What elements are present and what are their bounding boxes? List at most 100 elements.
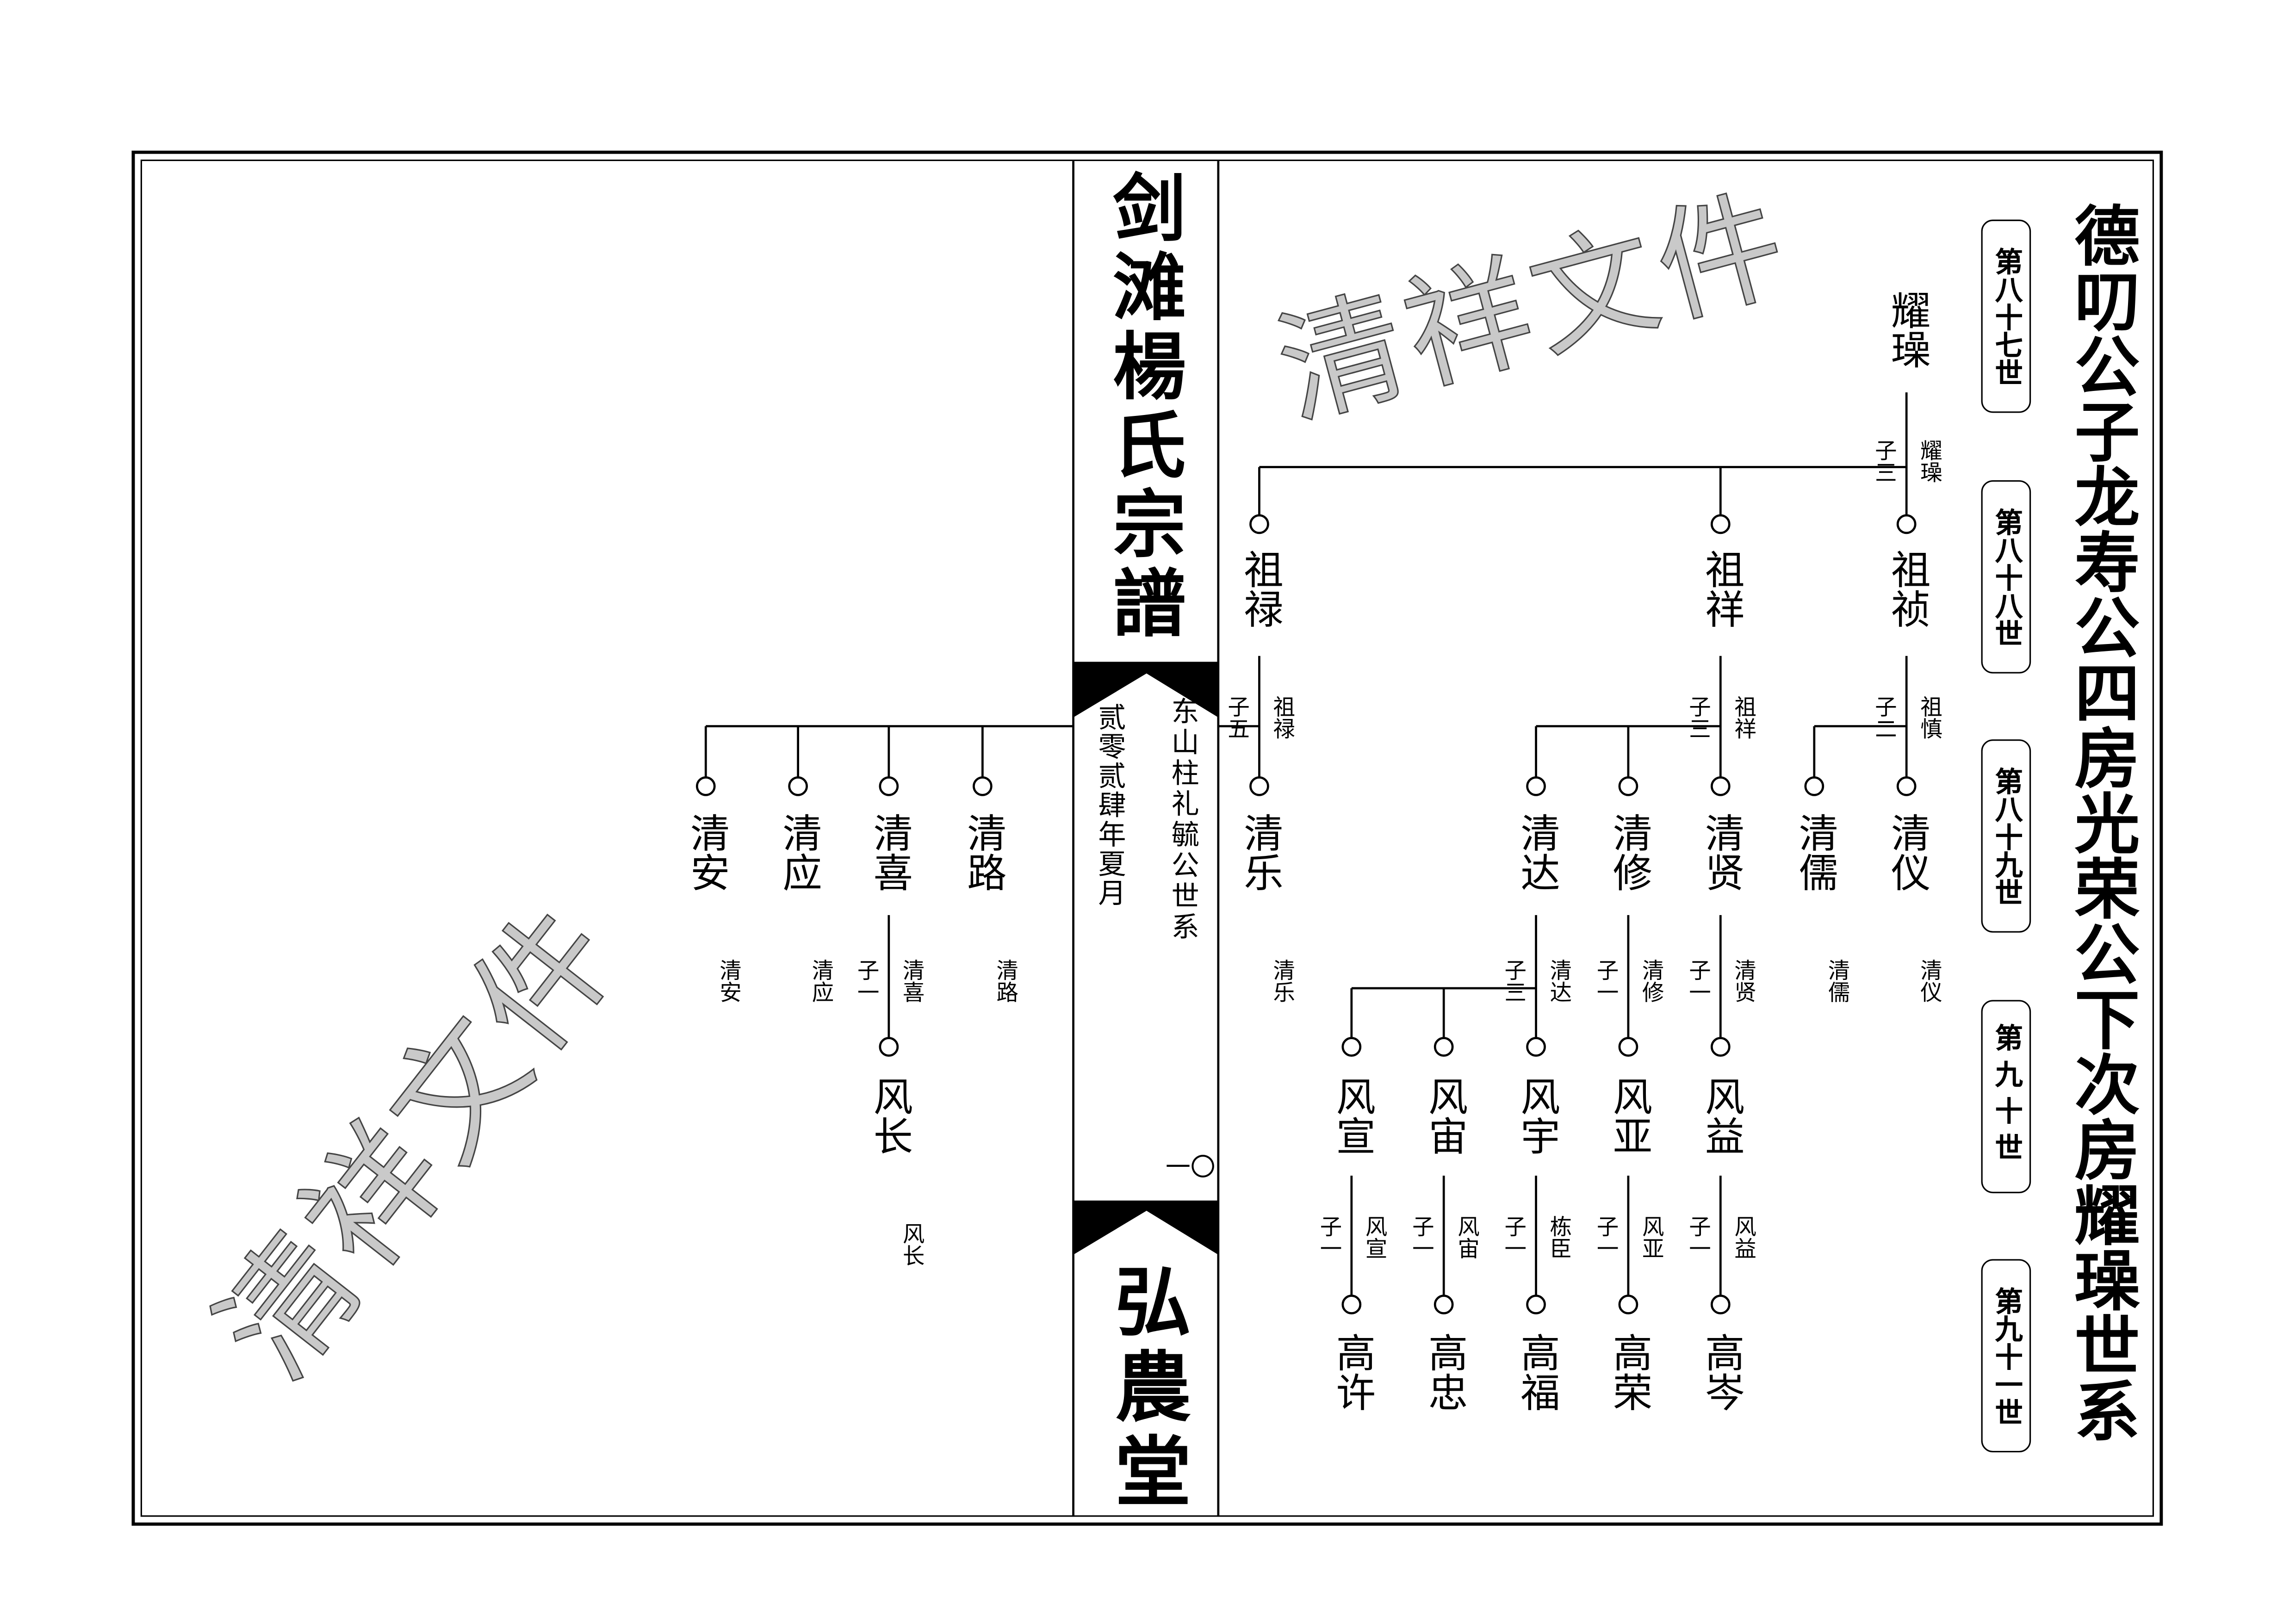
person-node-circle [1526, 1295, 1546, 1314]
person-node-circle [1526, 776, 1546, 796]
generation-label-90: 第九十世 [1981, 1000, 2031, 1194]
person-node-circle [1710, 1295, 1731, 1314]
person-name: 清乐 [1236, 812, 1282, 892]
person-name: 清儒 [1791, 812, 1837, 892]
parent-note-label: 祖祥 [1731, 695, 1758, 740]
parent-note-label: 清贤 [1731, 959, 1758, 1003]
person-name: 祖禄 [1236, 549, 1282, 628]
children-count-label: 子三 [1502, 959, 1528, 1003]
person-name: 风宣 [1328, 1076, 1374, 1155]
children-count-label: 子三 [1872, 439, 1899, 483]
person-node-circle [788, 776, 808, 796]
page-number: 一〇 [1165, 1153, 1216, 1183]
person-name: 风宙 [1421, 1076, 1467, 1155]
children-count-label: 子一 [854, 959, 881, 1003]
book-title: 剑滩楊氏宗譜 [1101, 170, 1188, 644]
person-name: 高荣 [1605, 1332, 1651, 1412]
children-count-label: 子一 [1594, 959, 1620, 1003]
generation-label-text: 第九十世 [1991, 1023, 2023, 1170]
person-name: 高许 [1328, 1332, 1374, 1412]
lineage-title: 德叨公子龙寿公四房光荣公下次房耀璪世系 [2062, 202, 2141, 1443]
person-name: 高忠 [1421, 1332, 1467, 1412]
person-name: 高岑 [1698, 1332, 1744, 1412]
person-node-circle [695, 776, 716, 796]
children-count-label: 子一 [1317, 1215, 1344, 1259]
person-node-circle [1896, 514, 1917, 534]
person-name: 清喜 [866, 812, 912, 892]
person-name: 清安 [683, 812, 729, 892]
children-count-label: 子一 [1686, 959, 1713, 1003]
person-node-circle [973, 776, 993, 796]
person-name: 风益 [1698, 1076, 1744, 1155]
person-node-circle [1710, 514, 1731, 534]
parent-note-label: 祖禄 [1270, 695, 1297, 740]
person-node-circle [1710, 1037, 1731, 1057]
generation-label-91: 第九十一世 [1981, 1259, 2031, 1453]
person-node-circle [1618, 1037, 1638, 1057]
parent-note-label: 清乐 [1270, 959, 1297, 1003]
children-count-label: 子一 [1594, 1215, 1620, 1259]
spine-band-top [1073, 662, 1218, 718]
parent-note-label: 风宣 [1362, 1215, 1389, 1259]
children-count-label: 子一 [1686, 1215, 1713, 1259]
person-name: 祖祥 [1698, 549, 1744, 628]
parent-note-label: 清仪 [1917, 959, 1944, 1003]
parent-note-label: 清安 [717, 959, 743, 1003]
generation-label-89: 第八十九世 [1981, 739, 2031, 933]
person-name: 清达 [1513, 812, 1559, 892]
children-count-label: 子五 [1225, 695, 1252, 740]
person-name: 高福 [1513, 1332, 1559, 1412]
person-node-circle [879, 776, 899, 796]
inner-border [140, 159, 2154, 1517]
branch-title: 东山柱礼毓公世系 [1167, 697, 1199, 943]
person-name: 风宇 [1513, 1076, 1559, 1155]
person-node-circle [1710, 776, 1731, 796]
outer-border [131, 150, 2163, 1526]
generation-label-text: 第八十九世 [1991, 766, 2023, 906]
person-name: 风亚 [1605, 1076, 1651, 1155]
generation-label-text: 第八十七世 [1991, 247, 2023, 386]
parent-note-label: 风宙 [1454, 1215, 1481, 1259]
parent-note-label: 耀璪 [1917, 439, 1944, 483]
person-node-circle [1526, 1037, 1546, 1057]
person-name: 风长 [866, 1076, 912, 1155]
compile-date: 贰零贰肆年夏月 [1093, 702, 1126, 908]
person-node-circle [1433, 1037, 1454, 1057]
person-node-circle [1249, 514, 1269, 534]
parent-note-label: 清喜 [900, 959, 926, 1003]
parent-note-label: 风长 [900, 1222, 926, 1267]
person-name: 清路 [960, 812, 1005, 892]
person-node-circle [1249, 776, 1269, 796]
parent-note-label: 清修 [1639, 959, 1666, 1003]
generation-label-text: 第八十八世 [1991, 507, 2023, 647]
spine-band-bottom [1073, 1200, 1218, 1255]
person-name: 耀璪 [1884, 290, 1930, 369]
generation-label-87: 第八十七世 [1981, 219, 2031, 413]
parent-note-label: 清达 [1547, 959, 1574, 1003]
parent-note-label: 清路 [993, 959, 1020, 1003]
generation-label-text: 第九十一世 [1991, 1286, 2023, 1425]
parent-note-label: 栋臣 [1547, 1215, 1574, 1259]
person-node-circle [1341, 1295, 1362, 1314]
person-node-circle [879, 1037, 899, 1057]
person-node-circle [1433, 1295, 1454, 1314]
children-count-label: 子一 [1502, 1215, 1528, 1259]
parent-note-label: 清应 [809, 959, 836, 1003]
hall-name: 弘農堂 [1101, 1262, 1191, 1517]
person-node-circle [1618, 776, 1638, 796]
person-node-circle [1341, 1037, 1362, 1057]
person-node-circle [1896, 776, 1917, 796]
parent-note-label: 祖慎 [1917, 695, 1944, 740]
children-count-label: 子三 [1686, 695, 1713, 740]
generation-label-88: 第八十八世 [1981, 480, 2031, 674]
children-count-label: 子二 [1872, 695, 1899, 740]
person-node-circle [1804, 776, 1824, 796]
parent-note-label: 风益 [1731, 1215, 1758, 1259]
parent-note-label: 风亚 [1639, 1215, 1666, 1259]
person-name: 清修 [1605, 812, 1651, 892]
person-name: 清贤 [1698, 812, 1744, 892]
person-name: 清仪 [1884, 812, 1930, 892]
children-count-label: 子一 [1409, 1215, 1436, 1259]
